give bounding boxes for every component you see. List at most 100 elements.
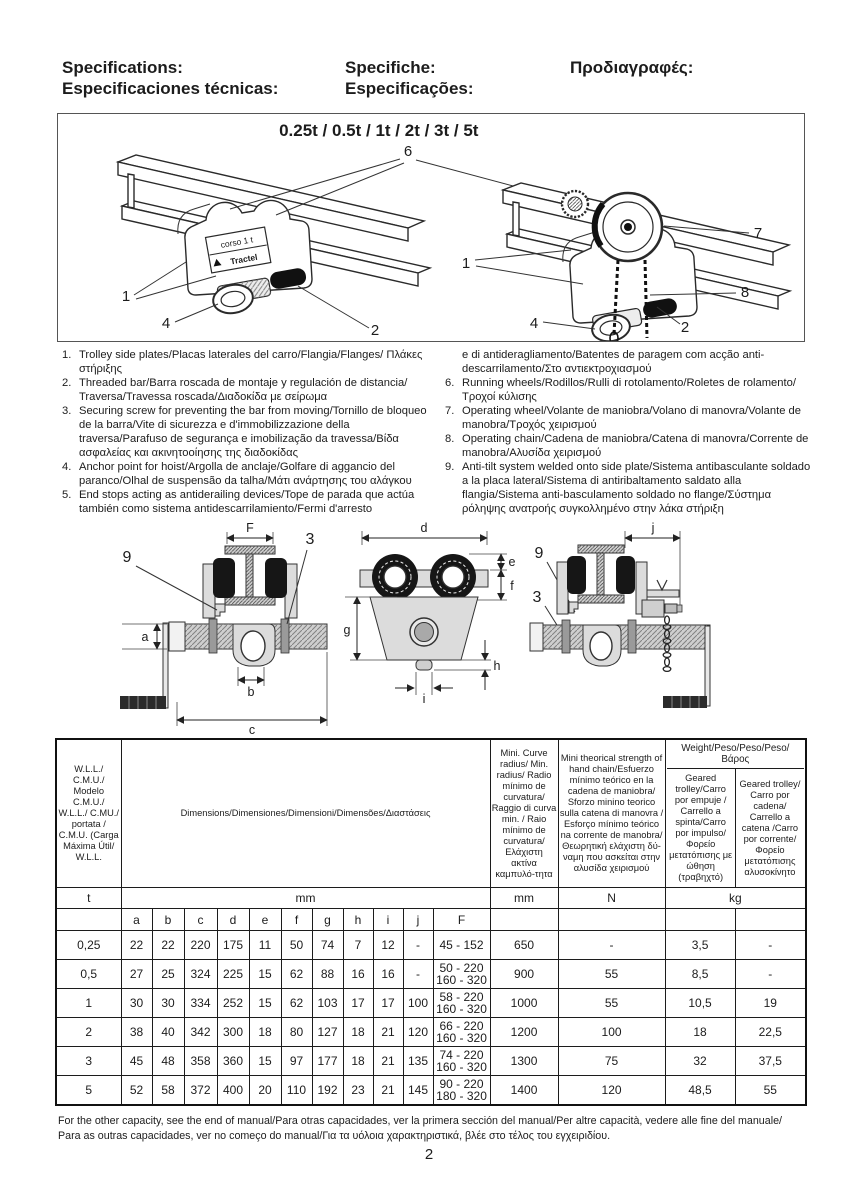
value-cell: 120	[557, 1075, 666, 1105]
footer-note: For the other capacity, see the end of m…	[58, 1114, 824, 1144]
legend-item-text: Running wheels/Rodillos/Rulli di rotolam…	[462, 377, 796, 403]
value-cell: 220	[183, 930, 218, 960]
legend-item-number: 5.	[62, 489, 72, 501]
legend-item-number: 7.	[445, 405, 455, 417]
value-cell: 22	[120, 930, 153, 960]
side-plate	[556, 561, 569, 615]
legend-item-text: Operating wheel/Volante de maniobra/Vola…	[462, 405, 801, 431]
value-cell: 23	[342, 1075, 374, 1105]
value-cell: 74 - 220 160 - 320	[432, 1046, 491, 1076]
title-especificaciones: Especificaciones técnicas:	[62, 79, 279, 98]
value-cell: 650	[489, 930, 559, 960]
letter-cell: b	[151, 908, 185, 931]
value-cell: 1300	[489, 1046, 559, 1076]
value-cell: 62	[280, 988, 313, 1018]
letter-cell: a	[120, 908, 153, 931]
svg-text:8: 8	[741, 284, 749, 301]
value-cell: 17	[372, 988, 404, 1018]
legend-item-text: Trolley side plates/Placas laterales del…	[79, 349, 423, 375]
trolley-illustration-box: 0.25t / 0.5t / 1t / 2t / 3t / 5t	[57, 113, 805, 342]
page-title-it-pt: Specifiche: Especificações:	[345, 57, 474, 99]
dim-F-label: F	[246, 521, 254, 535]
letter-cell: f	[280, 908, 313, 931]
unit-n: N	[557, 887, 666, 909]
callout-2-left: 2	[297, 285, 379, 339]
value-cell: 62	[280, 959, 313, 989]
value-cell: 32	[664, 1046, 736, 1076]
bar-end	[643, 298, 677, 318]
threaded-bar-and-ring	[591, 298, 677, 341]
letter-cell: g	[311, 908, 344, 931]
side-view-drawing: d e f	[344, 521, 516, 706]
bottom-stub	[415, 659, 433, 671]
svg-text:6: 6	[404, 143, 412, 160]
value-cell: 192	[311, 1075, 344, 1105]
svg-text:7: 7	[754, 225, 762, 242]
letter-cell-blank	[55, 908, 122, 931]
value-cell: 324	[183, 959, 218, 989]
letter-cell: j	[402, 908, 434, 931]
capacity-cell: 2	[55, 1017, 122, 1047]
page-title-el: Προδιαγραφές:	[570, 57, 693, 78]
legend-item-number: 4.	[62, 461, 72, 473]
gear-box	[641, 599, 665, 618]
letter-cell-blank	[489, 908, 559, 931]
title-especificacoes: Especificações:	[345, 79, 474, 98]
value-cell: 25	[151, 959, 185, 989]
legend-item: 6. Running wheels/Rodillos/Rulli di rotol…	[445, 376, 812, 404]
callout-2-right: 2	[656, 306, 689, 336]
value-cell: 30	[120, 988, 153, 1018]
footer-line-1: For the other capacity, see the end of m…	[58, 1115, 782, 1127]
anti-tilt-tab	[214, 603, 226, 617]
tractel-logo-icon	[213, 258, 222, 267]
value-cell: 400	[216, 1075, 250, 1105]
legend-item: 4.Anchor point for hoist/Argolla de ancl…	[62, 460, 435, 488]
value-cell: 175	[216, 930, 250, 960]
letter-cell: i	[372, 908, 404, 931]
callout-1-left: 1	[122, 261, 217, 305]
callout-7: 7	[663, 225, 762, 242]
value-cell: 17	[342, 988, 374, 1018]
dimension-drawings: F 9 3	[120, 521, 711, 737]
value-cell: 22,5	[734, 1017, 807, 1047]
value-cell: 110	[280, 1075, 313, 1105]
legend-item-text: End stops acting as antiderailing device…	[79, 489, 415, 515]
bolt	[664, 603, 678, 614]
page-title-en-es: Specifications: Especificaciones técnica…	[62, 57, 278, 99]
value-cell: -	[734, 959, 807, 989]
callout-1-right: 1	[462, 249, 584, 285]
title-specifiche: Specifiche:	[345, 58, 436, 77]
operating-wheel	[591, 191, 664, 263]
specification-table: W.L.L./ C.M.U./ Modelo C.M.U./ W.L.L./ C…	[55, 738, 808, 1106]
value-cell: 38	[120, 1017, 153, 1047]
dim-i-label: i	[423, 692, 426, 706]
letter-cell: e	[248, 908, 282, 931]
legend-item-number: 6.	[445, 377, 455, 389]
crank-grip	[120, 696, 166, 709]
value-cell: 52	[120, 1075, 153, 1105]
svg-text:4: 4	[530, 315, 538, 332]
callout-3: 3	[533, 589, 542, 606]
svg-text:2: 2	[681, 319, 689, 336]
crank-arm	[704, 625, 711, 707]
weight-header: Weight/Peso/Peso/Peso/Βάρος	[666, 740, 805, 769]
legend-item: 9.Anti-tilt system welded onto side plat…	[445, 460, 812, 516]
col-header-curve-radius: Mini. Curve radius/ Min. radius/ Radio m…	[489, 738, 559, 888]
value-cell: 48	[151, 1046, 185, 1076]
unit-mm-radius: mm	[489, 887, 559, 909]
value-cell: 97	[280, 1046, 313, 1076]
value-cell: 88	[311, 959, 344, 989]
dim-d-label: d	[421, 521, 428, 535]
capacity-cell: 0,5	[55, 959, 122, 989]
value-cell: 7	[342, 930, 374, 960]
letter-cell: F	[432, 908, 491, 931]
bar-end	[270, 268, 307, 289]
col-header-dimensions: Dimensions/Dimensiones/Dimensioni/Dimens…	[120, 738, 491, 888]
value-cell: 16	[342, 959, 374, 989]
value-cell: 3,5	[664, 930, 736, 960]
svg-text:1: 1	[122, 288, 130, 305]
value-cell: 55	[557, 959, 666, 989]
